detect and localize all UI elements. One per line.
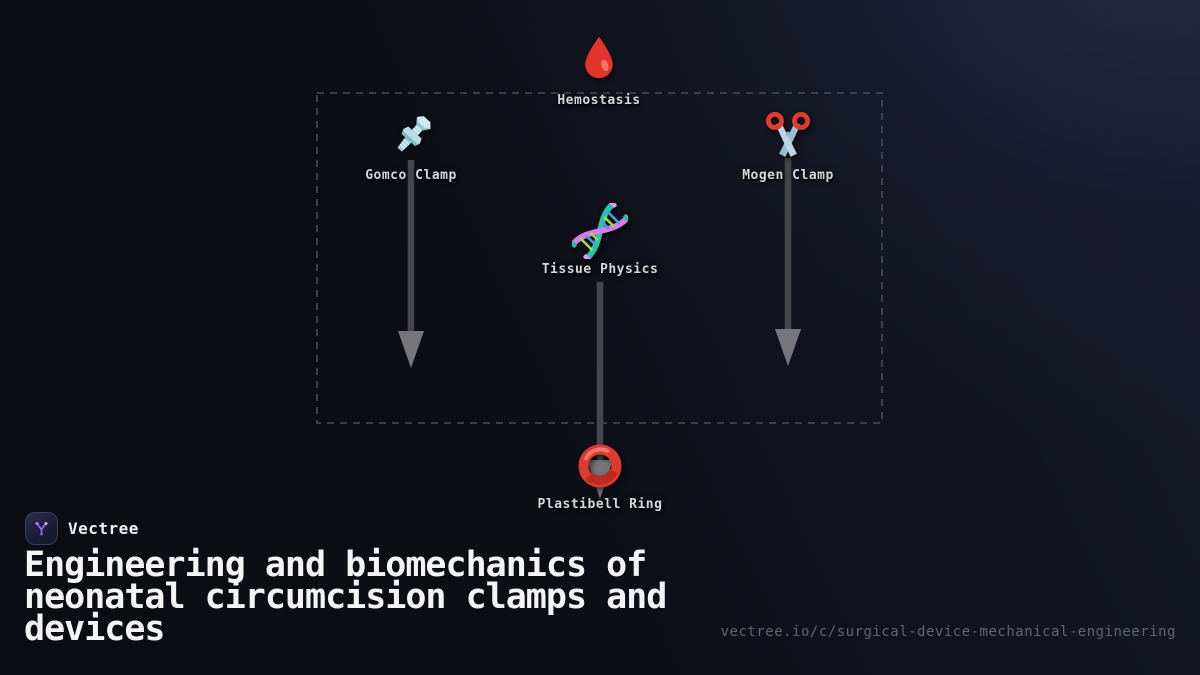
arrowhead-icon	[398, 331, 424, 368]
dashed-frame	[316, 92, 883, 424]
node-label: Mogen Clamp	[742, 168, 834, 183]
node-hemostasis	[581, 34, 617, 82]
arrow-mogen-down	[775, 158, 801, 366]
node-mogen-clamp	[764, 111, 812, 159]
node-gomco-clamp	[386, 112, 436, 162]
nut-and-bolt-icon	[386, 112, 436, 162]
brand-name: Vectree	[68, 519, 139, 538]
blood-drop-icon	[581, 34, 617, 82]
node-plastibell-ring	[574, 440, 626, 492]
scissors-icon	[764, 111, 812, 159]
page-url: vectree.io/c/surgical-device-mechanical-…	[720, 624, 1176, 640]
brand-row: Vectree	[25, 512, 139, 545]
dna-icon	[568, 199, 632, 263]
node-label: Tissue Physics	[541, 262, 659, 277]
arrowhead-icon	[775, 329, 801, 366]
node-tissue-physics	[568, 199, 632, 263]
arrow-gomco-down	[398, 160, 424, 368]
page-title: Engineering and biomechanics of neonatal…	[24, 545, 667, 649]
node-label: Plastibell Ring	[537, 497, 663, 512]
vectree-logo	[25, 512, 58, 545]
vectree-branch-icon	[35, 522, 48, 536]
node-label: Gomco Clamp	[365, 168, 457, 183]
node-label: Hemostasis	[557, 93, 641, 108]
red-ring-icon	[574, 440, 626, 492]
